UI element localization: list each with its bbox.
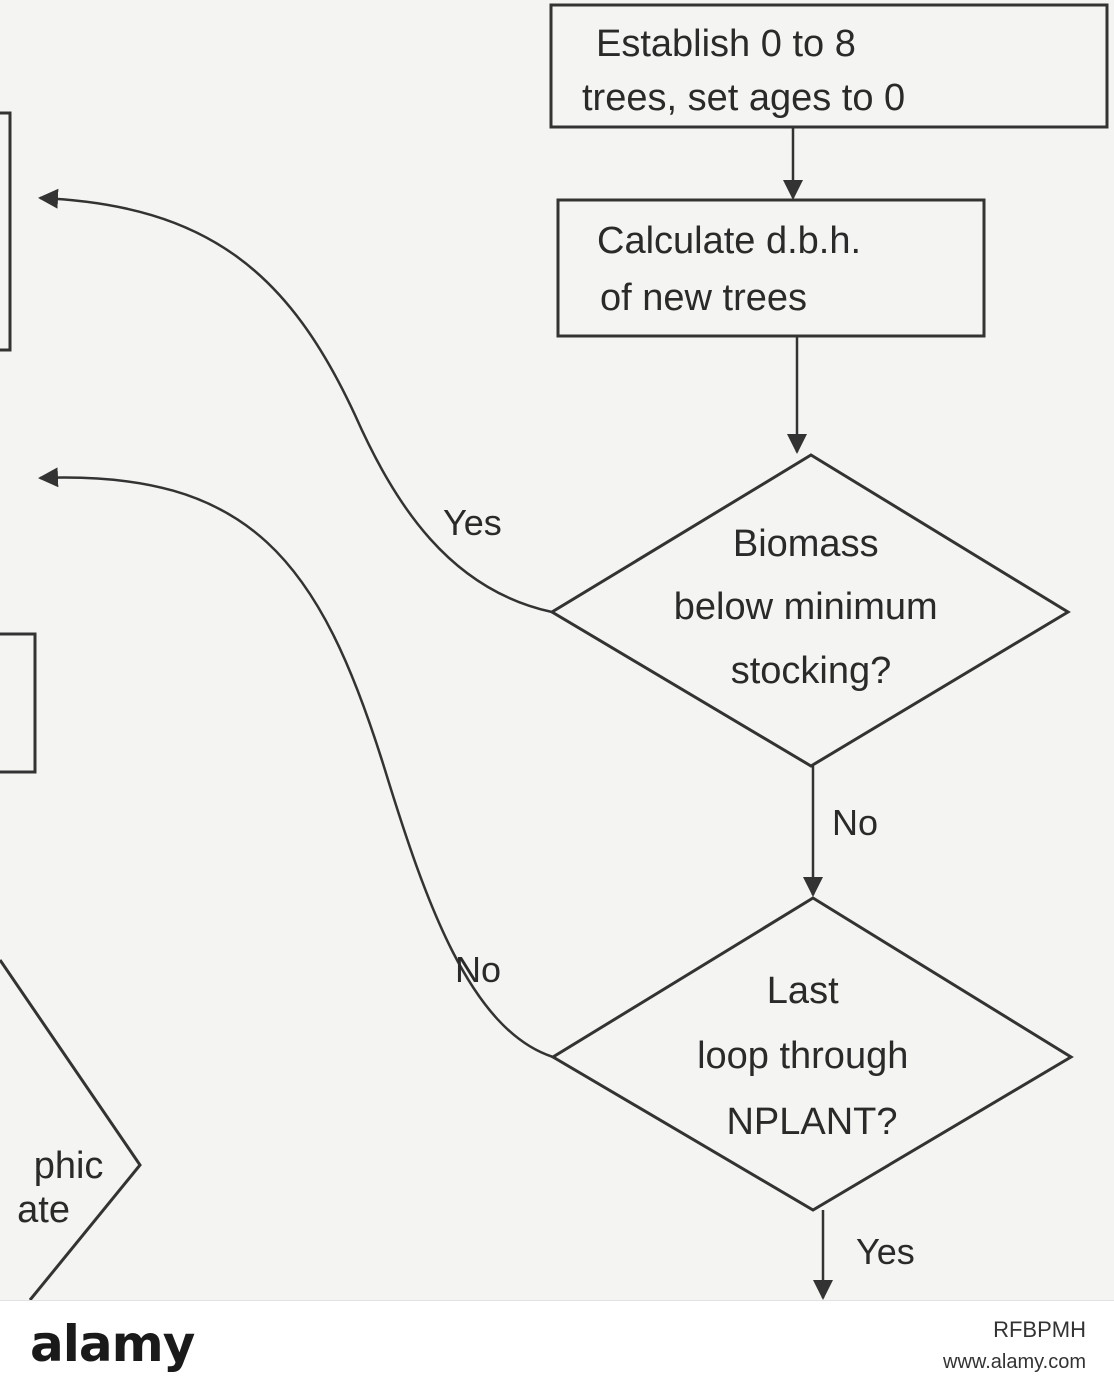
calculate-line-1: Calculate d.b.h.	[597, 220, 861, 262]
last-loop-no-label: No	[455, 949, 501, 990]
establish-line-2: trees, set ages to 0	[582, 77, 905, 119]
brand-logo[interactable]: alamy	[30, 1315, 195, 1373]
calculate-dbh-box	[556, 198, 986, 338]
partial-box-middle-left	[0, 632, 37, 774]
last-loop-line-1: Last	[767, 970, 839, 1012]
arrow-biomass-yes	[38, 188, 553, 614]
partial-decision-lower-left	[0, 959, 142, 1300]
biomass-line-1: Biomass	[733, 523, 879, 565]
last-loop-line-2: loop through	[697, 1035, 908, 1077]
footer-url-link[interactable]: www.alamy.com	[943, 1351, 1086, 1373]
establish-trees-text: Establish 0 to 8 trees, set ages to 0	[582, 23, 905, 119]
biomass-decision-text: Biomass below minimum stocking?	[674, 523, 949, 692]
calculate-dbh-text: Calculate d.b.h. of new trees	[597, 220, 872, 319]
last-loop-line-3: NPLANT?	[726, 1101, 897, 1143]
biomass-line-3: stocking?	[731, 650, 892, 692]
partial-decision-line-2: ate	[17, 1189, 70, 1231]
establish-line-1: Establish 0 to 8	[596, 23, 856, 65]
last-loop-decision-diamond	[550, 896, 1074, 1212]
biomass-no-label: No	[832, 802, 878, 843]
arrow-last-loop-no	[38, 467, 554, 1059]
partial-box-upper-left	[0, 111, 12, 352]
biomass-yes-label: Yes	[443, 502, 502, 543]
last-loop-yes-label: Yes	[856, 1231, 915, 1272]
last-loop-decision-text: Last loop through NPLANT?	[697, 970, 919, 1143]
image-id-label: RFBPMH	[993, 1317, 1086, 1342]
calculate-line-2: of new trees	[600, 277, 807, 319]
partial-decision-text: phic ate	[17, 1145, 114, 1231]
flowchart: phic ate Establish 0 to 8 trees, set age…	[0, 3, 1109, 1300]
footer-bar: alamy RFBPMH www.alamy.com	[0, 1300, 1114, 1391]
establish-trees-box	[549, 3, 1109, 129]
biomass-decision-diamond	[549, 453, 1071, 768]
partial-decision-line-1: phic	[34, 1145, 104, 1187]
biomass-line-2: below minimum	[674, 586, 938, 628]
